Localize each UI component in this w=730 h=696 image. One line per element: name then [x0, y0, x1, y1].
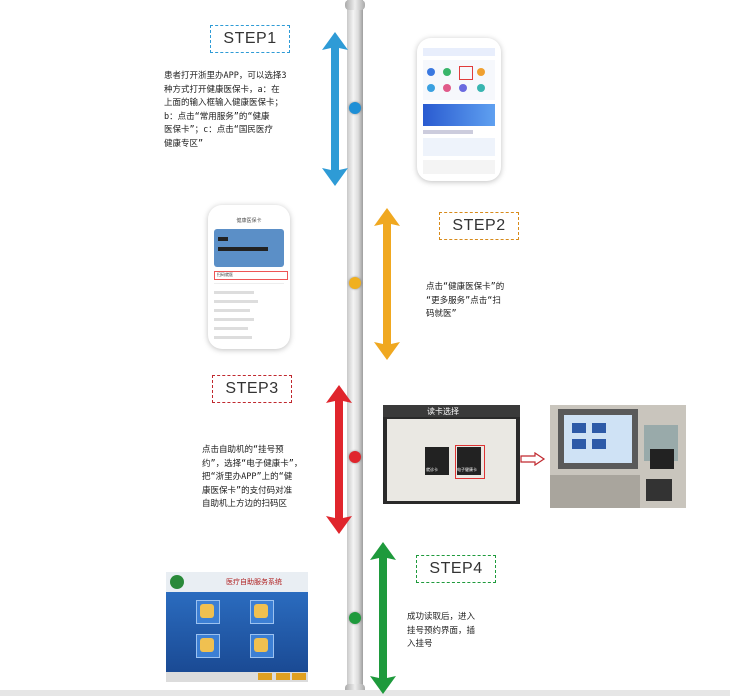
step2-dot	[349, 277, 361, 289]
kiosk3-title: 医疗自助服务系统	[226, 579, 282, 586]
step3-label: STEP3	[212, 375, 292, 403]
phone-app-home-screenshot	[417, 38, 501, 181]
step2-label: STEP2	[439, 212, 519, 240]
kiosk-machine-photo	[550, 405, 686, 508]
step3-description: 点击自助机的“挂号预 约”，选择“电子健康卡”， 把“浙里办APP”上的“健 康…	[202, 445, 303, 509]
kiosk-registration-screen-photo: 医疗自助服务系统	[166, 572, 308, 682]
step3-dot	[349, 451, 361, 463]
kiosk1-option1: 就诊卡	[426, 467, 438, 472]
step4-dot	[349, 612, 361, 624]
kiosk1-title: 读卡选择	[427, 407, 459, 416]
kiosk1-option2: 电子健康卡	[457, 467, 477, 472]
step1-description: 患者打开浙里办APP，可以选择3 种方式打开健康医保卡，a：在 上面的输入框输入…	[164, 71, 287, 149]
floor-line	[0, 690, 730, 696]
pole-top-cap	[345, 0, 365, 10]
step4-bracket-arrow	[370, 542, 396, 694]
step3-bracket-arrow	[326, 385, 352, 534]
step1-bracket-arrow	[322, 32, 348, 186]
step1-label: STEP1	[210, 25, 290, 53]
step4-description: 成功读取后，进入 挂号预约界面，插 入挂号	[407, 612, 476, 649]
timeline-pole	[347, 0, 363, 696]
phone-health-card-screenshot: 健康医保卡 扫码就医	[208, 205, 290, 349]
step4-label: STEP4	[416, 555, 496, 583]
kiosk-card-select-photo: 读卡选择 就诊卡 电子健康卡	[383, 405, 520, 504]
step2-bracket-arrow	[374, 208, 400, 360]
step2-description: 点击“健康医保卡”的 “更多服务”点击“扫 码就医”	[426, 282, 505, 319]
phone2-scan-item: 扫码就医	[214, 271, 288, 280]
phone2-header: 健康医保卡	[236, 218, 262, 224]
right-arrow-icon	[520, 452, 546, 466]
step1-dot	[349, 102, 361, 114]
pole-bottom-cap	[345, 684, 365, 694]
